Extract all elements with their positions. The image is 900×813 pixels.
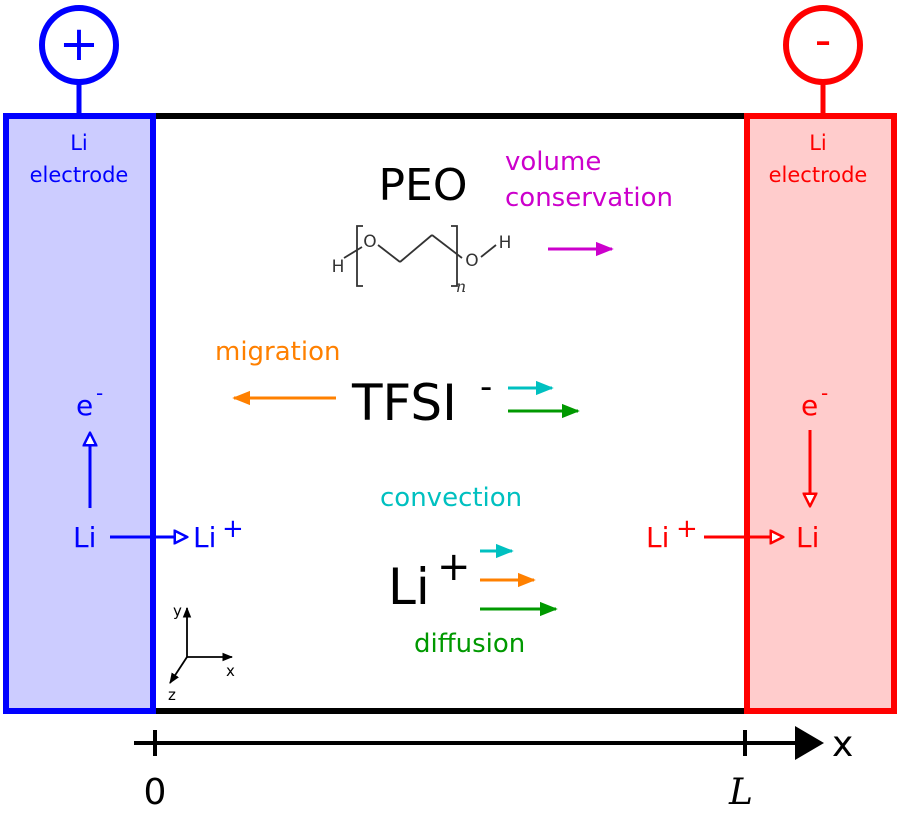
volume-label-line1: volume xyxy=(505,147,601,177)
right-electron-charge: - xyxy=(821,381,828,405)
peo-bond-3 xyxy=(399,234,433,263)
axis-3d-x-label: x xyxy=(226,662,235,680)
right-li-ion: Li xyxy=(646,521,669,554)
positive-terminal-sign: + xyxy=(59,16,99,72)
negative-terminal xyxy=(783,5,863,85)
left-li-metal: Li xyxy=(73,521,96,554)
tfsi-charge: - xyxy=(480,367,492,407)
peo-bond-1 xyxy=(343,246,363,259)
axis-3d-z xyxy=(169,656,188,684)
peo-bond-4 xyxy=(431,234,463,259)
peo-o-left: O xyxy=(363,232,376,252)
right-li-ion-charge: + xyxy=(676,514,698,544)
peo-n-subscript: n xyxy=(456,277,466,296)
peo-structure xyxy=(343,225,497,287)
left-electrode-label-line1: Li xyxy=(70,131,88,155)
right-electron-label: e xyxy=(801,389,818,422)
peo-bracket-left xyxy=(356,225,363,287)
migration-label: migration xyxy=(215,337,340,367)
right-electrode xyxy=(744,113,897,714)
right-li-metal: Li xyxy=(796,521,819,554)
left-li-ion: Li xyxy=(193,521,216,554)
volume-label-line2: conservation xyxy=(505,183,673,213)
axis-3d-y-label: y xyxy=(173,602,182,620)
right-electrode-label-line1: Li xyxy=(809,131,827,155)
left-electron-charge: - xyxy=(96,381,103,405)
diffusion-label: diffusion xyxy=(414,629,525,659)
x-axis-label: x xyxy=(832,724,853,765)
left-electron-label: e xyxy=(76,389,93,422)
convection-label: convection xyxy=(380,483,522,513)
left-electrode-label-line2: electrode xyxy=(30,163,129,187)
li-ion-label: Li xyxy=(388,558,430,616)
peo-bond-2 xyxy=(377,244,401,263)
peo-bracket-right xyxy=(451,225,458,287)
left-electrode xyxy=(3,113,156,714)
peo-h-right: H xyxy=(499,233,512,253)
tfsi-label: TFSI xyxy=(351,374,457,432)
li-ion-charge: + xyxy=(437,544,471,590)
peo-o-right: O xyxy=(465,251,478,271)
right-electrode-label-line2: electrode xyxy=(769,163,868,187)
peo-label: PEO xyxy=(379,160,468,211)
negative-terminal-sign: - xyxy=(815,13,832,67)
x-axis-tick-L-label: L xyxy=(728,772,753,809)
peo-bond-5 xyxy=(480,244,497,258)
x-axis-arrowhead xyxy=(795,726,824,760)
positive-terminal xyxy=(39,5,119,85)
peo-h-left: H xyxy=(332,257,345,277)
left-li-ion-charge: + xyxy=(222,514,244,544)
axis-3d-indicator xyxy=(169,606,234,684)
axis-3d-z-label: z xyxy=(168,686,176,704)
x-axis-tick-0-label: 0 xyxy=(144,772,167,809)
